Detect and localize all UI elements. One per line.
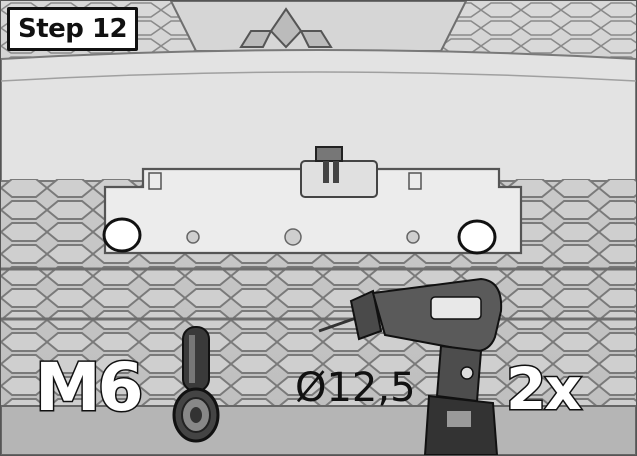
- mounting-hole-marker-right: [459, 221, 495, 253]
- step-label: Step 12: [7, 7, 138, 51]
- fastener-size-label: M6: [35, 349, 141, 426]
- mounting-hole-marker-left: [104, 219, 140, 251]
- drill-diameter-label: Ø12,5: [295, 365, 416, 411]
- quantity-label: 2x: [506, 355, 580, 423]
